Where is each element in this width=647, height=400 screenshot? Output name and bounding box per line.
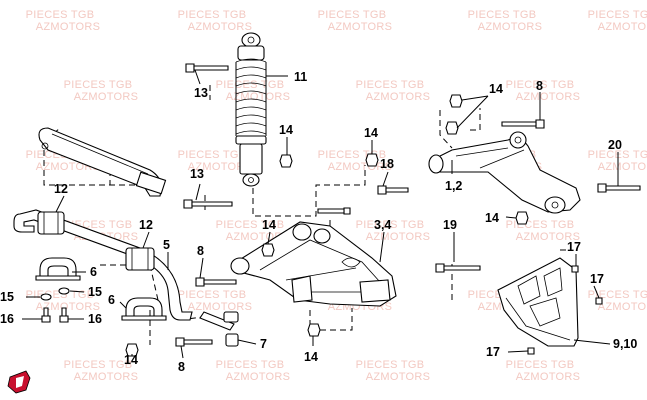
callout-6: 6 bbox=[108, 293, 115, 307]
watermark-text: PIECES TGB bbox=[216, 359, 285, 371]
callout-17: 17 bbox=[486, 345, 500, 359]
watermark-text: AZMOTORS bbox=[366, 91, 431, 103]
callout-14: 14 bbox=[485, 211, 499, 225]
fasteners bbox=[125, 63, 641, 357]
watermark-text: AZMOTORS bbox=[36, 301, 101, 313]
watermark-text: AZMOTORS bbox=[598, 21, 647, 33]
watermark-text: PIECES TGB bbox=[178, 289, 247, 301]
callout-1-2: 1,2 bbox=[445, 179, 462, 193]
watermark-text: AZMOTORS bbox=[478, 21, 543, 33]
callout-12: 12 bbox=[139, 218, 153, 232]
watermark-text: PIECES TGB bbox=[64, 79, 133, 91]
callout-8: 8 bbox=[197, 244, 204, 258]
watermark-text: AZMOTORS bbox=[598, 301, 647, 313]
watermark-text: PIECES TGB bbox=[356, 359, 425, 371]
upper-a-arm bbox=[428, 131, 581, 214]
callout-labels: 13 11 14 13 14 14 8 20 18 12 12 1,2 14 1… bbox=[0, 70, 637, 374]
callout-5: 5 bbox=[163, 238, 170, 252]
callout-13: 13 bbox=[190, 167, 204, 181]
watermark-text: PIECES TGB bbox=[216, 79, 285, 91]
callout-15: 15 bbox=[88, 285, 102, 299]
lower-a-arm bbox=[230, 221, 397, 307]
watermark-text: AZMOTORS bbox=[366, 371, 431, 383]
callout-3-4: 3,4 bbox=[374, 218, 391, 232]
watermark-text: AZMOTORS bbox=[188, 301, 253, 313]
callout-14: 14 bbox=[489, 82, 503, 96]
watermark-text: PIECES TGB bbox=[216, 219, 285, 231]
callout-17: 17 bbox=[567, 240, 581, 254]
callout-9-10: 9,10 bbox=[613, 337, 637, 351]
callout-19: 19 bbox=[443, 218, 457, 232]
callout-14: 14 bbox=[262, 218, 276, 232]
callout-14: 14 bbox=[304, 350, 318, 364]
watermark-text: PIECES TGB bbox=[588, 149, 647, 161]
callout-12: 12 bbox=[54, 182, 68, 196]
watermark-text: AZMOTORS bbox=[598, 161, 647, 173]
watermark-text: PIECES TGB bbox=[506, 79, 575, 91]
callout-16: 16 bbox=[88, 312, 102, 326]
watermark-text: PIECES TGB bbox=[64, 359, 133, 371]
watermark-text: AZMOTORS bbox=[188, 21, 253, 33]
watermark-text: AZMOTORS bbox=[328, 21, 393, 33]
watermark-text: PIECES TGB bbox=[318, 9, 387, 21]
shock-absorber bbox=[235, 32, 267, 187]
callout-8: 8 bbox=[178, 360, 185, 374]
callout-17: 17 bbox=[590, 272, 604, 286]
callout-18: 18 bbox=[380, 157, 394, 171]
callout-14: 14 bbox=[124, 353, 138, 367]
callout-20: 20 bbox=[608, 138, 622, 152]
watermark-text: AZMOTORS bbox=[226, 91, 291, 103]
callout-13: 13 bbox=[194, 86, 208, 100]
skid-plate bbox=[497, 257, 579, 347]
watermark-text: AZMOTORS bbox=[516, 371, 581, 383]
watermark-text: AZMOTORS bbox=[516, 91, 581, 103]
watermark-text: PIECES TGB bbox=[356, 219, 425, 231]
watermark-text: PIECES TGB bbox=[178, 9, 247, 21]
watermark-text: PIECES TGB bbox=[588, 9, 647, 21]
watermark-text: PIECES TGB bbox=[468, 9, 537, 21]
watermark-text: PIECES TGB bbox=[506, 219, 575, 231]
callout-7: 7 bbox=[260, 337, 267, 351]
callout-8: 8 bbox=[536, 79, 543, 93]
watermark-text: AZMOTORS bbox=[36, 21, 101, 33]
watermark-text: PIECES TGB bbox=[506, 359, 575, 371]
watermark-text: AZMOTORS bbox=[366, 231, 431, 243]
clamp-brackets bbox=[35, 257, 167, 323]
stabilizer-bar bbox=[13, 127, 239, 347]
watermark-text: AZMOTORS bbox=[74, 371, 139, 383]
watermark-text: AZMOTORS bbox=[188, 161, 253, 173]
callout-16: 16 bbox=[0, 312, 14, 326]
callout-11: 11 bbox=[294, 70, 307, 84]
watermark-text: AZMOTORS bbox=[74, 91, 139, 103]
watermark-text: PIECES TGB bbox=[178, 149, 247, 161]
watermark-text: PIECES TGB bbox=[356, 79, 425, 91]
callout-6: 6 bbox=[90, 265, 97, 279]
watermark-text: AZMOTORS bbox=[516, 231, 581, 243]
callout-14: 14 bbox=[279, 123, 293, 137]
callout-15: 15 bbox=[0, 290, 14, 304]
callout-14: 14 bbox=[364, 126, 378, 140]
watermark-text: PIECES TGB bbox=[26, 9, 95, 21]
leader-lines bbox=[22, 69, 619, 359]
watermark-text: AZMOTORS bbox=[226, 371, 291, 383]
tgb-shield-logo bbox=[7, 370, 31, 394]
